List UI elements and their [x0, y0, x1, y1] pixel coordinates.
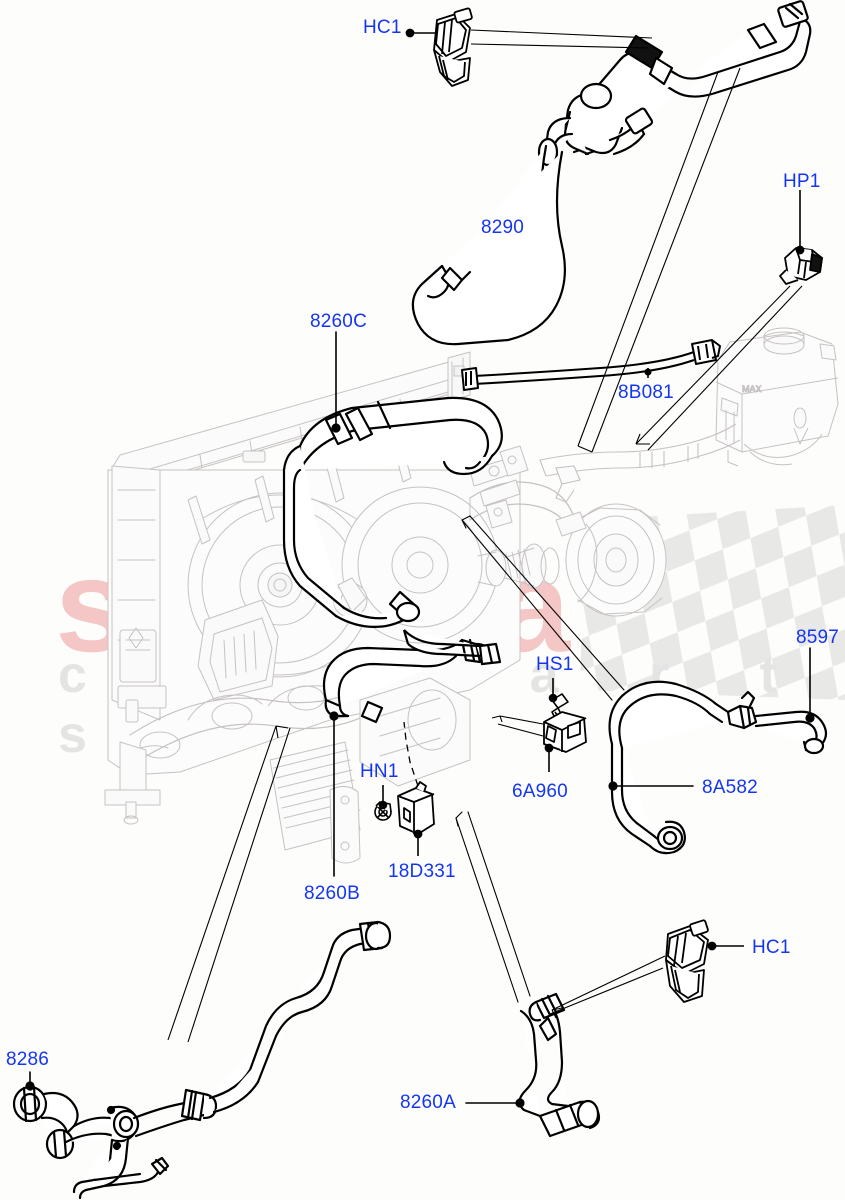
part-hc1-bottom-clamp [549, 919, 744, 1019]
part-hc1-top-clamp [405, 7, 653, 87]
callout-8597: 8597 [796, 627, 840, 648]
callout-8b081: 8B081 [618, 382, 674, 403]
part-8260c-hose [282, 331, 503, 628]
callout-hc1-bottom: HC1 [752, 937, 791, 958]
part-8260a-hose [455, 811, 601, 1138]
callout-8a582: 8A582 [702, 777, 758, 798]
part-6a960-bracket [491, 711, 587, 772]
ghost-engine-assembly [104, 351, 667, 864]
leader-lines [167, 67, 741, 1043]
callout-8290: 8290 [481, 217, 525, 238]
callout-6a960: 6A960 [512, 781, 568, 802]
part-8260b-hose [322, 638, 492, 877]
callout-8260a: 8260A [400, 1092, 456, 1113]
callout-hs1: HS1 [536, 654, 574, 675]
part-hp1-clip [635, 190, 823, 451]
leader-8b081 [644, 368, 652, 378]
callout-hn1: HN1 [360, 761, 399, 782]
ghost-expansion-tank: MAX [715, 327, 839, 467]
callout-hp1: HP1 [783, 171, 821, 192]
callout-18d331: 18D331 [388, 861, 456, 882]
part-8286-lower-hose [12, 920, 392, 1200]
part-hn1-nut [374, 785, 392, 821]
part-18d331-bracket [397, 721, 435, 856]
part-8290-upper-hose [411, 0, 812, 346]
part-8a582-vent-hose [461, 515, 828, 855]
callout-8260c: 8260C [310, 311, 367, 332]
ghost-tank-hose [539, 423, 741, 503]
callout-8260b: 8260B [304, 883, 360, 904]
part-8b081-sensor-lead [461, 339, 721, 391]
part-pump-connector-hose [402, 629, 502, 666]
svg-text:MAX: MAX [742, 384, 762, 394]
callout-hc1-top: HC1 [363, 17, 402, 38]
callout-8286: 8286 [6, 1049, 50, 1070]
